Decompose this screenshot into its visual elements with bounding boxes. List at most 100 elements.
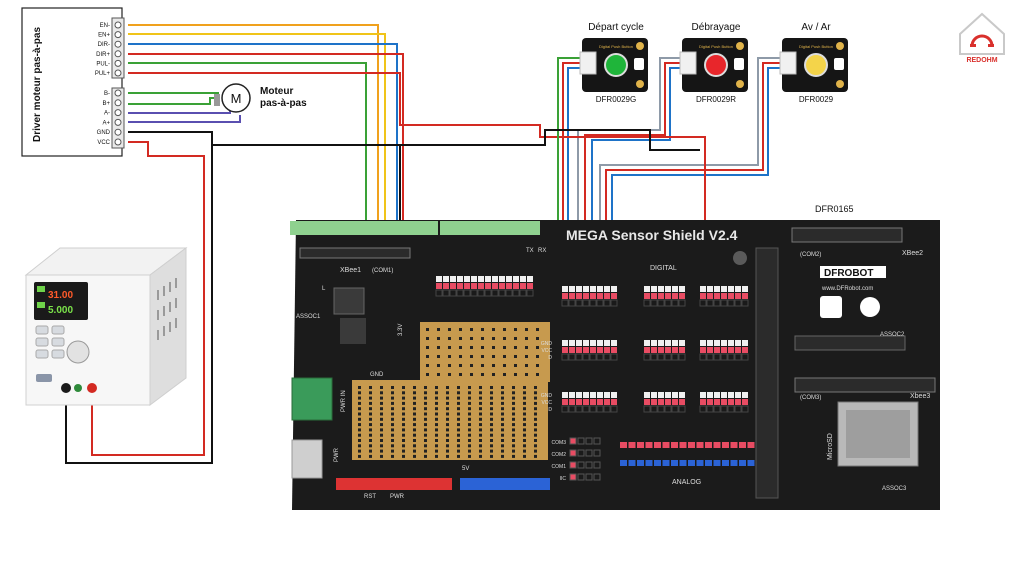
proto-hole xyxy=(391,396,394,400)
proto-hole xyxy=(380,407,383,411)
proto-hole xyxy=(490,396,493,400)
pin-blue xyxy=(645,460,653,466)
pin-red xyxy=(583,347,589,353)
proto-hole xyxy=(413,412,416,416)
pin-block xyxy=(435,276,534,297)
pin-red xyxy=(576,399,582,405)
pin-blue xyxy=(637,460,644,466)
proto-hole xyxy=(512,391,515,395)
mega-sensor-shield: DFR0165 MEGA Sensor Shield V2.4 XBee2 (C… xyxy=(290,204,940,510)
terminal-screw xyxy=(114,50,122,58)
proto-hole xyxy=(523,407,526,411)
pin-red xyxy=(679,347,685,353)
proto-hole xyxy=(468,433,471,437)
proto-hole xyxy=(534,433,537,437)
proto-hole xyxy=(402,412,405,416)
proto-hole xyxy=(358,423,361,427)
pin-white xyxy=(735,392,741,398)
proto-hole xyxy=(501,449,504,453)
proto-hole xyxy=(457,396,460,400)
proto-hole xyxy=(501,391,504,395)
pin-red xyxy=(742,293,748,299)
pin-black xyxy=(734,299,742,307)
pin-white xyxy=(590,286,596,292)
pin-white xyxy=(513,276,519,282)
pin-red xyxy=(644,347,650,353)
pin-red xyxy=(707,399,713,405)
driver-pin-label: PUL- xyxy=(96,61,110,67)
proto-hole xyxy=(380,423,383,427)
proto-hole xyxy=(391,449,394,453)
proto-hole xyxy=(534,401,537,405)
pin-red xyxy=(597,293,603,299)
shield-gnd-label: GND xyxy=(370,372,384,378)
proto-hole xyxy=(534,439,537,442)
proto-hole xyxy=(435,433,438,437)
proto-hole xyxy=(481,355,484,358)
proto-hole xyxy=(435,417,438,421)
row-label-gnd: GND xyxy=(541,393,553,399)
proto-hole xyxy=(525,364,528,367)
pin-black xyxy=(589,353,597,361)
pin-black xyxy=(589,405,597,413)
pin-black xyxy=(456,289,464,297)
button-title: Départ cycle xyxy=(588,22,644,33)
pin-black xyxy=(568,405,576,413)
proto-hole xyxy=(435,449,438,453)
button-ref: DFR0029 xyxy=(799,95,834,104)
proto-hole xyxy=(424,407,427,411)
com-pin xyxy=(593,449,601,457)
pin-black xyxy=(596,299,604,307)
pin-white xyxy=(700,392,706,398)
com-row-label: COM3 xyxy=(552,440,567,446)
driver-pin-label: B+ xyxy=(102,101,110,107)
pin-black xyxy=(561,353,569,361)
proto-hole xyxy=(534,449,537,453)
proto-hole xyxy=(468,439,471,442)
proto-hole xyxy=(369,454,372,458)
motor-symbol: M xyxy=(231,91,242,106)
pin-white xyxy=(700,340,706,346)
proto-hole xyxy=(492,346,495,349)
pin-black xyxy=(713,405,721,413)
row-label-vcc: VCC xyxy=(541,400,552,406)
proto-hole xyxy=(435,444,438,448)
proto-hole xyxy=(470,346,473,349)
pin-white xyxy=(597,392,603,398)
pin-red xyxy=(562,347,568,353)
pin-white xyxy=(651,392,657,398)
proto-hole xyxy=(479,423,482,427)
pin-white xyxy=(672,286,678,292)
l-label: L xyxy=(322,286,326,292)
pin-red xyxy=(562,399,568,405)
proto-hole xyxy=(391,417,394,421)
pin-white xyxy=(604,340,610,346)
proto-hole xyxy=(380,401,383,405)
pin-red xyxy=(679,442,687,448)
pin-white xyxy=(464,276,470,282)
proto-hole xyxy=(481,328,484,331)
com-pin xyxy=(577,449,585,457)
proto-grid xyxy=(358,328,539,458)
pwr-label: PWR xyxy=(390,494,405,500)
shield-title: MEGA Sensor Shield V2.4 xyxy=(566,227,738,243)
com3-label: (COM3) xyxy=(800,395,821,401)
pin-white xyxy=(658,340,664,346)
terminal-screw xyxy=(114,118,122,126)
proto-hole xyxy=(391,391,394,395)
pin-black xyxy=(575,353,583,361)
wire-en-minus xyxy=(128,24,379,230)
push-button-cap xyxy=(604,53,628,77)
proto-hole xyxy=(358,407,361,411)
proto-hole xyxy=(490,454,493,458)
proto-hole xyxy=(523,428,526,432)
microsd-label: MicroSD xyxy=(827,433,834,460)
pin-red xyxy=(714,293,720,299)
proto-hole xyxy=(503,355,506,358)
pin-white xyxy=(672,340,678,346)
proto-hole xyxy=(402,439,405,442)
tx-label: TX xyxy=(526,248,534,254)
rx-label: RX xyxy=(538,248,546,254)
